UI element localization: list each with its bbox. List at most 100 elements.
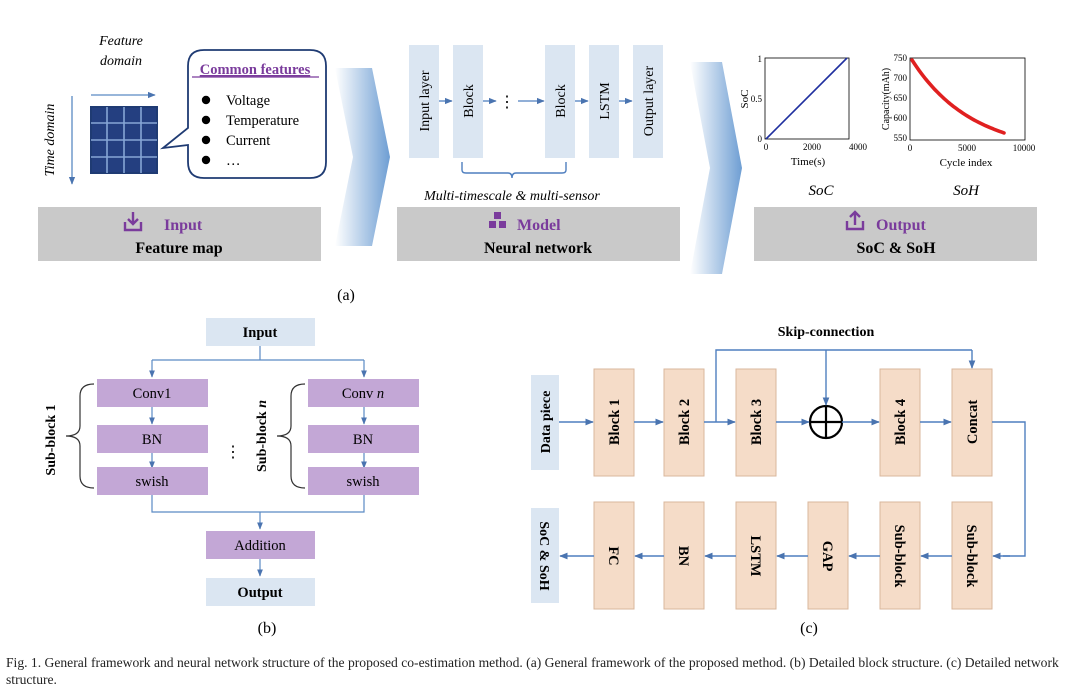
soc-ytick-0: 0: [758, 134, 763, 144]
feature-item-temperature: Temperature: [226, 113, 299, 129]
output-layer-box: [633, 45, 663, 158]
soh-caption: SoH: [953, 183, 980, 199]
input-section-title: Input: [164, 217, 203, 234]
c-bn-label: BN: [675, 546, 691, 567]
soc-xtick-2: 4000: [849, 142, 868, 152]
output-section-title: Output: [876, 217, 926, 234]
model-section-subtitle: Neural network: [484, 240, 592, 257]
c-fc-box: [593, 501, 635, 610]
b-swish-box-right: [308, 467, 419, 495]
chevron-arrow-1: [335, 68, 390, 246]
b-sub-block-1-label: Sub-block 1: [44, 404, 59, 475]
soh-ytick-600: 600: [894, 113, 908, 123]
b-input-label: Input: [243, 325, 278, 341]
c-concat-label: Concat: [965, 400, 981, 444]
panel-b: Input Conv1 BN swish Conv n BN swish: [44, 318, 419, 637]
c-skip-label: Skip-connection: [778, 325, 875, 340]
c-block-2-label: Block 2: [677, 399, 693, 445]
c-add-circle-icon: [808, 404, 844, 440]
model-section-band: [397, 207, 680, 261]
c-lstm-box: [735, 501, 777, 610]
b-conv1-label: Conv1: [133, 386, 172, 402]
b-convn-label: Conv n: [342, 386, 384, 402]
b-brace-left: [65, 383, 95, 489]
soh-ytick-750: 750: [894, 53, 908, 63]
c-sub-block-label-1: Sub-block: [963, 525, 979, 589]
b-bn-box-left: [97, 425, 208, 453]
b-output-box: [206, 578, 315, 606]
c-sub-block-box-2: [879, 501, 921, 610]
soc-ytick-2: 1: [758, 54, 763, 64]
c-concat-box: [951, 368, 993, 477]
b-ellipsis: ⋮: [225, 444, 241, 461]
block-box-1: [453, 45, 483, 158]
c-sub-block-label-2: Sub-block: [891, 525, 907, 589]
common-features-title: Common features: [200, 62, 311, 78]
feature-item-voltage: Voltage: [226, 93, 270, 109]
block-label-2: Block: [554, 84, 569, 117]
feature-map-grid-icon: [90, 106, 158, 174]
c-output-box: [531, 508, 559, 603]
c-data-piece-label: Data piece: [539, 391, 554, 454]
soh-ytick-550: 550: [894, 133, 908, 143]
soh-xtick-0: 0: [908, 143, 913, 153]
soc-caption: SoC: [808, 183, 834, 199]
soc-xlabel: Time(s): [791, 156, 826, 168]
lstm-box: [589, 45, 619, 158]
block-box-2: [545, 45, 575, 158]
soh-xlabel: Cycle index: [940, 157, 993, 169]
b-swish-box-left: [97, 467, 208, 495]
output-section-band: [754, 207, 1037, 261]
c-bottom-row: Sub-block Sub-block GAP LSTM BN FC: [593, 501, 993, 610]
feature-domain-label-2: domain: [100, 54, 142, 69]
multi-timescale-bracket: [461, 162, 567, 179]
c-block-1-box: [593, 368, 635, 477]
soh-xtick-1: 5000: [958, 143, 977, 153]
model-ellipsis: ⋮: [499, 94, 515, 111]
model-section-title: Model: [517, 217, 561, 234]
b-input-box: [206, 318, 315, 346]
panel-c-label: (c): [800, 620, 818, 637]
b-output-label: Output: [237, 585, 282, 601]
c-block-4-box: [879, 368, 921, 477]
c-lstm-label: LSTM: [747, 535, 763, 576]
output-section-subtitle: SoC & SoH: [856, 240, 936, 257]
model-cubes-icon: [489, 212, 506, 228]
input-layer-label: Input layer: [418, 70, 433, 131]
c-block-1-label: Block 1: [607, 399, 623, 445]
b-bn-label-right: BN: [353, 432, 374, 448]
b-conv1-box: [97, 379, 208, 407]
soc-ytick-1: 0.5: [751, 94, 763, 104]
b-sub-block-n-label: Sub-block n: [255, 400, 270, 472]
input-section-band: [38, 207, 321, 261]
feature-domain-label-1: Feature: [98, 34, 143, 49]
soc-ylabel: SoC: [739, 90, 751, 109]
model-layers: ⋮ Input layer Block Block LSTM Output la…: [409, 45, 663, 158]
c-gap-label: GAP: [819, 541, 835, 572]
soh-ytick-700: 700: [894, 73, 908, 83]
panel-c: Skip-connection Data piece Block 1 Block…: [531, 325, 1026, 637]
common-features-list: Voltage Temperature Current …: [201, 93, 299, 169]
upload-icon: [845, 210, 865, 231]
b-bn-label-left: BN: [142, 432, 163, 448]
b-convn-box: [308, 379, 419, 407]
b-addition-label: Addition: [234, 538, 286, 554]
figure-caption: Fig. 1. General framework and neural net…: [6, 655, 1059, 687]
lstm-label: LSTM: [598, 82, 613, 120]
time-domain-label: Time domain: [43, 104, 58, 177]
soc-xtick-0: 0: [764, 142, 769, 152]
panel-a: Feature domain Time domain Common featur…: [38, 34, 1037, 304]
c-block-4-label: Block 4: [893, 399, 909, 445]
panel-b-label: (b): [258, 620, 277, 637]
soc-xtick-1: 2000: [803, 142, 822, 152]
c-fc-label: FC: [605, 546, 621, 565]
soh-capacity-curve: [910, 58, 1006, 135]
b-bn-box-right: [308, 425, 419, 453]
chevron-arrow-2: [690, 62, 742, 274]
b-brace-right: [276, 383, 306, 489]
c-data-piece-box: [531, 375, 559, 470]
download-icon: [123, 212, 143, 232]
c-gap-box: [807, 501, 849, 610]
soh-plot: 750 700 650 600 550 0 5000 10000 Cycle i…: [881, 53, 1036, 169]
